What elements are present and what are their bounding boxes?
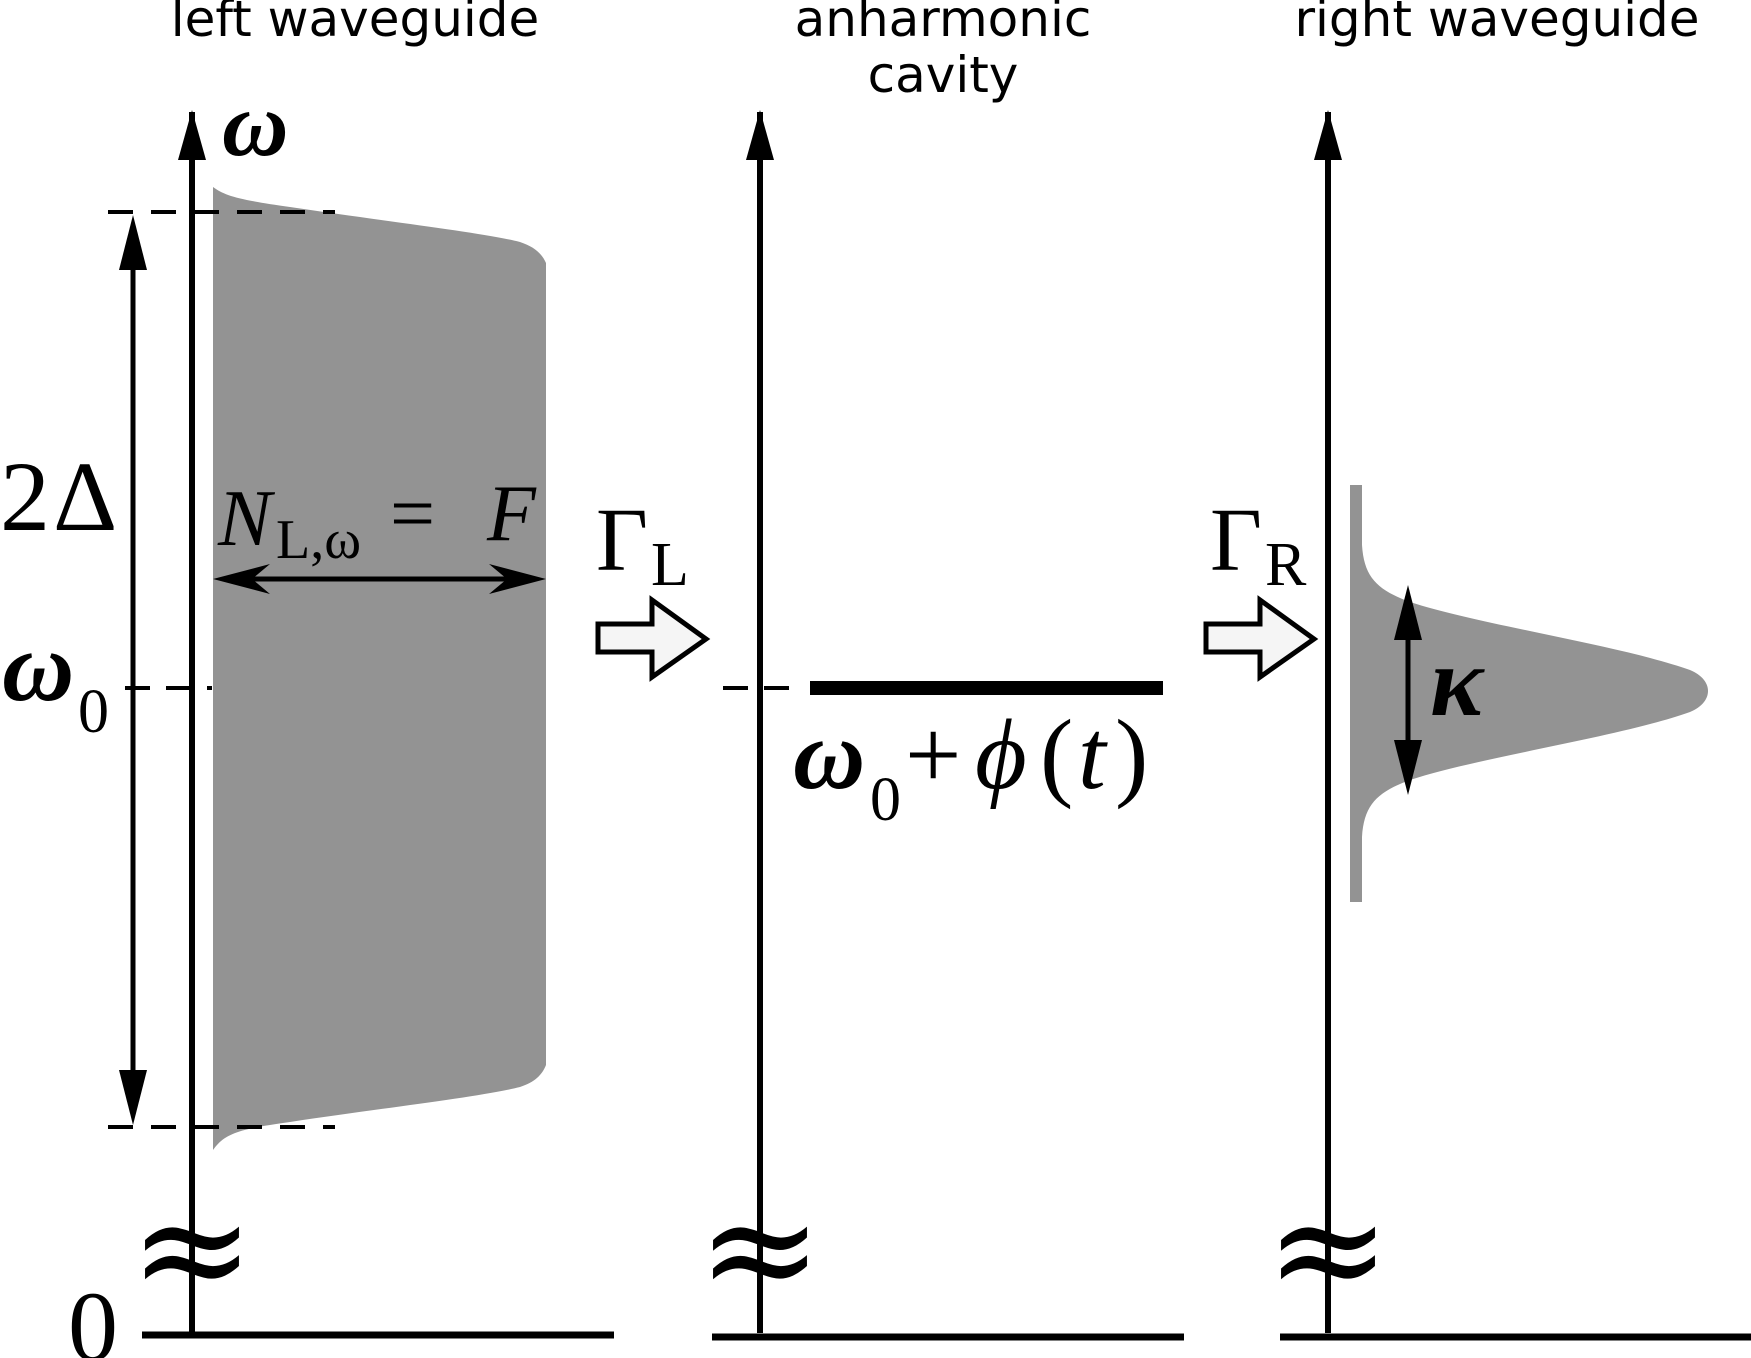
kappa-arrow-top: [1394, 585, 1422, 640]
cavity-paren-open: (: [1040, 699, 1073, 810]
gamma-R-symbol: Γ: [1210, 491, 1262, 590]
middle-axis-break-icon: ≈: [697, 1162, 823, 1336]
gamma-R-coupling: Γ R: [1203, 491, 1319, 682]
gamma-R-subscript: R: [1265, 531, 1307, 599]
cavity-phi: ϕ: [975, 699, 1027, 810]
right-spectral-peak: [1350, 485, 1708, 902]
bandwidth-coef-label: 2: [0, 441, 50, 552]
gamma-L-coupling: Γ L: [595, 491, 711, 682]
left-panel-title: left waveguide: [171, 0, 540, 48]
kappa-arrow-bottom: [1394, 740, 1422, 795]
middle-panel-title-line2: cavity: [868, 46, 1019, 104]
left-occupation-band: [213, 187, 546, 1150]
omega0-label: ω: [2, 611, 74, 722]
bandwidth-arrow-top: [119, 215, 147, 270]
cavity-t: t: [1078, 699, 1108, 810]
left-axis-arrowhead: [178, 110, 206, 160]
cavity-omega-label: ω: [793, 699, 865, 810]
middle-panel: ≈ ω 0 + ϕ ( t ): [697, 110, 1184, 1341]
middle-panel-title-line1: anharmonic: [795, 0, 1092, 48]
occupation-F-label: F: [486, 470, 537, 558]
left-panel: ≈ ω 0 2 Δ ω 0 N L,ω = F: [0, 73, 614, 1358]
occupation-subscript: L,ω: [276, 509, 361, 571]
middle-axis-arrowhead: [746, 110, 774, 160]
gamma-L-arrow: [595, 595, 711, 682]
gamma-R-arrow: [1203, 595, 1319, 682]
occupation-N-label: N: [217, 475, 276, 563]
occupation-equals: =: [390, 470, 435, 558]
omega0-subscript: 0: [78, 678, 109, 746]
cavity-paren-close: ): [1115, 699, 1148, 810]
kappa-label: κ: [1430, 626, 1485, 737]
bandwidth-delta-label: Δ: [53, 441, 117, 552]
cavity-omega-subscript: 0: [870, 766, 901, 834]
gamma-L-symbol: Γ: [596, 491, 648, 590]
left-axis-break-icon: ≈: [129, 1162, 255, 1336]
occupation-arrow-right: [489, 564, 546, 594]
right-panel-title: right waveguide: [1294, 0, 1699, 48]
bandwidth-arrow-bottom: [119, 1070, 147, 1125]
right-axis-arrowhead: [1314, 110, 1342, 160]
omega-axis-label: ω: [222, 73, 289, 175]
cavity-plus: +: [905, 699, 961, 810]
right-panel: ≈ κ: [1265, 110, 1751, 1341]
gamma-L-subscript: L: [651, 531, 689, 599]
right-axis-break-icon: ≈: [1265, 1162, 1391, 1336]
occupation-arrow-left: [213, 564, 270, 594]
zero-label: 0: [68, 1271, 118, 1358]
